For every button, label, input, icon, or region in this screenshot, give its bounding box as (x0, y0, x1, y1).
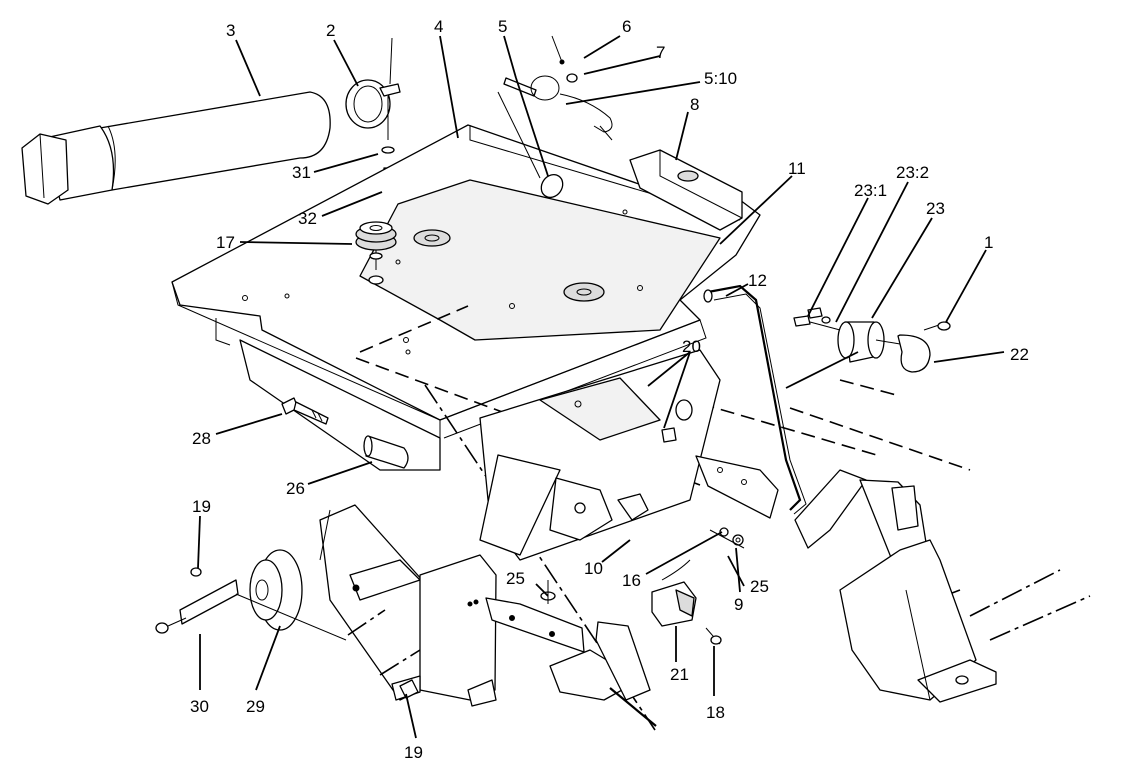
callout-2: 2 (326, 21, 335, 40)
part-bolt-spacer (281, 397, 409, 469)
callout-32: 32 (298, 209, 317, 228)
callout-19-bottom: 19 (404, 743, 423, 762)
callout-8: 8 (690, 95, 699, 114)
callout-30: 30 (190, 697, 209, 716)
callout-21: 21 (670, 665, 689, 684)
callout-25-right: 25 (750, 577, 769, 596)
callout-12: 12 (748, 271, 767, 290)
callout-28: 28 (192, 429, 211, 448)
callout-25-left: 25 (506, 569, 525, 588)
callout-26: 26 (286, 479, 305, 498)
part-right-frame (794, 469, 997, 703)
callout-labels: 3 2 4 5 6 7 5:10 8 11 23:2 23:1 23 1 12 … (190, 17, 1029, 762)
leader-lines (197, 35, 1005, 739)
callout-31: 31 (292, 163, 311, 182)
part-pin-lanyard (497, 35, 613, 179)
callout-20: 20 (682, 337, 701, 356)
callout-10: 10 (584, 559, 603, 578)
callout-5: 5 (498, 17, 507, 36)
callout-11: 11 (788, 159, 806, 178)
callout-29: 29 (246, 697, 265, 716)
callout-4: 4 (434, 17, 443, 36)
part-rod (703, 284, 807, 515)
callout-6: 6 (622, 17, 631, 36)
callout-5-10: 5:10 (704, 69, 737, 88)
part-switch-clip (793, 307, 951, 373)
part-switch-lower (651, 527, 745, 645)
part-slide-block (629, 149, 743, 231)
part-tube-grip (21, 91, 331, 205)
callout-23-1: 23:1 (854, 181, 887, 200)
callout-23: 23 (926, 199, 945, 218)
callout-16: 16 (622, 571, 641, 590)
callout-18: 18 (706, 703, 725, 722)
part-lower-plates (485, 580, 657, 727)
callout-22: 22 (1010, 345, 1029, 364)
callout-7: 7 (656, 43, 665, 62)
callout-19-top: 19 (192, 497, 211, 516)
part-isolator (355, 221, 397, 285)
callout-23-2: 23:2 (896, 163, 929, 182)
part-pulley-assembly (155, 549, 421, 699)
callout-9: 9 (734, 595, 743, 614)
part-left-hinge (319, 454, 613, 707)
callout-1: 1 (984, 233, 993, 252)
callout-3: 3 (226, 21, 235, 40)
part-deck-plate (171, 124, 761, 471)
callout-17: 17 (216, 233, 235, 252)
